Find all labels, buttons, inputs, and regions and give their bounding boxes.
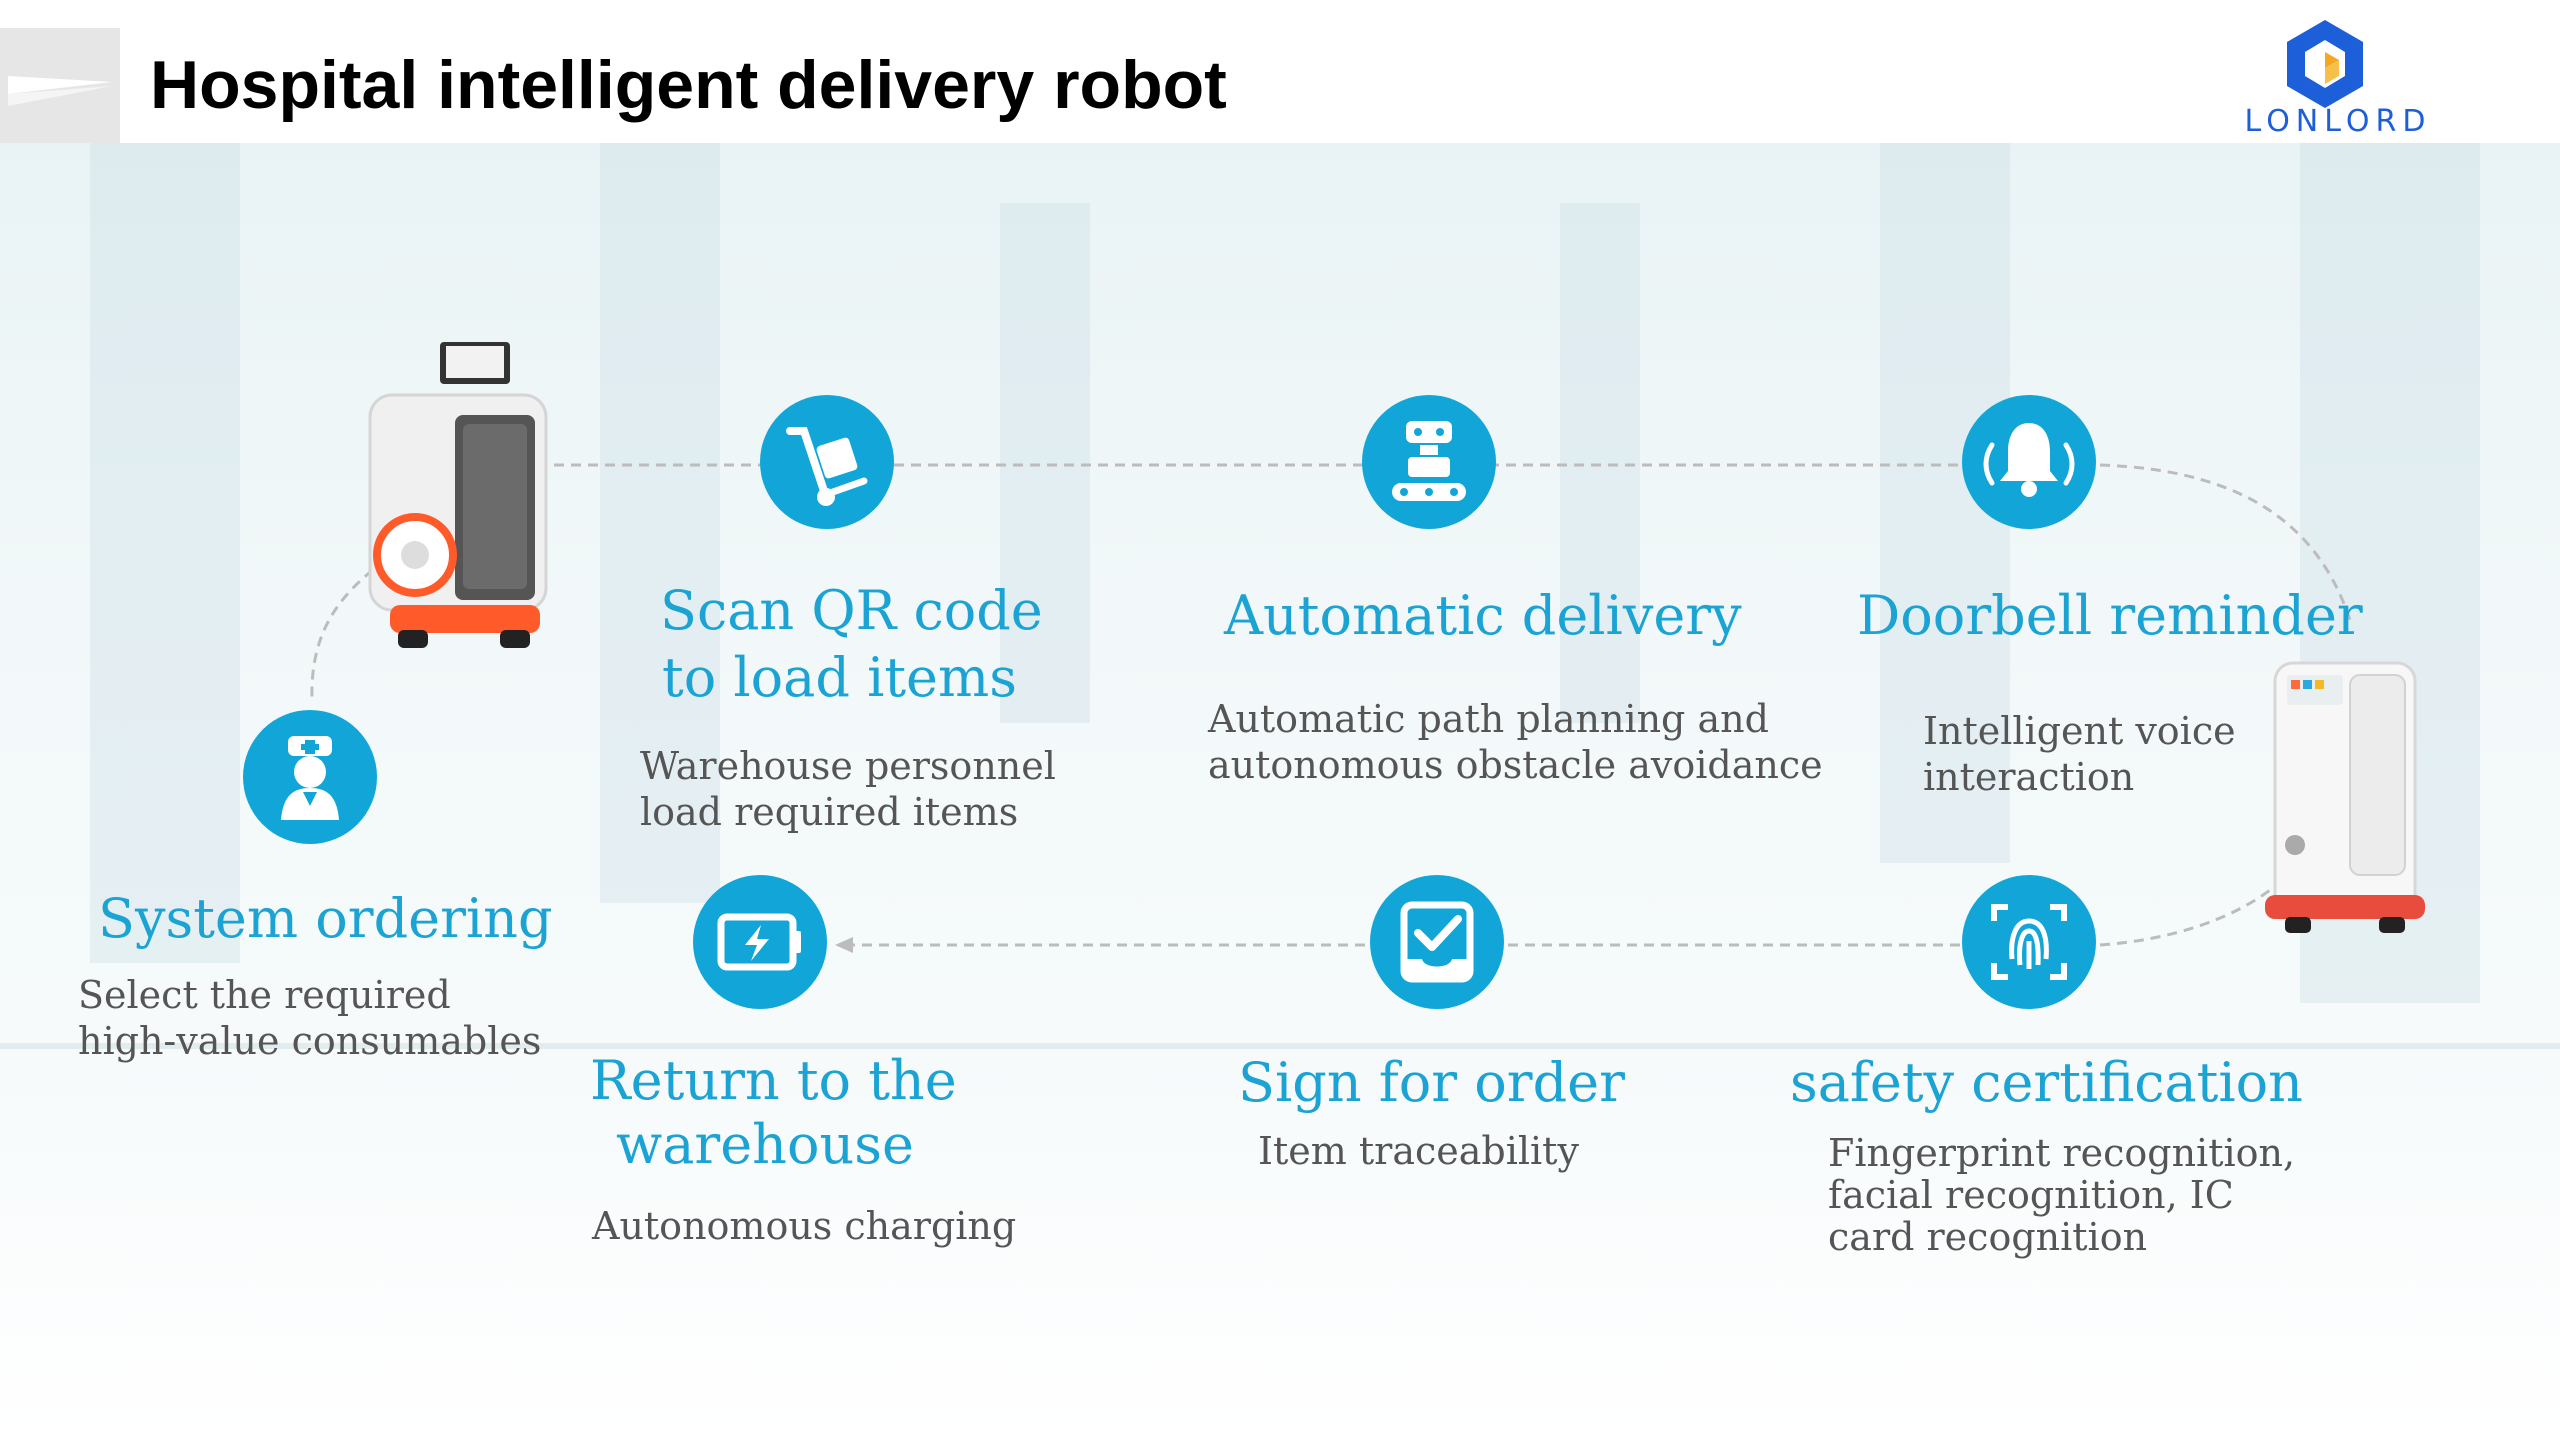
step-desc-system-ordering-1: Select the required xyxy=(78,973,451,1017)
step-icon-battery xyxy=(693,875,827,1009)
step-desc-safety-2: facial recognition, IC xyxy=(1828,1173,2234,1217)
step-icon-check-tray xyxy=(1370,875,1504,1009)
step-desc-safety-3: card recognition xyxy=(1828,1215,2148,1259)
step-desc-scan-qr-2: load required items xyxy=(640,790,1019,834)
delivery-robot-image-left xyxy=(368,342,548,648)
bell-icon xyxy=(1983,423,2075,497)
step-desc-doorbell-2: interaction xyxy=(1923,755,2135,799)
step-desc-automatic-delivery-1: Automatic path planning and xyxy=(1208,697,1769,741)
step-title-scan-qr-1: Scan QR code xyxy=(660,579,1043,642)
fingerprint-icon xyxy=(1991,904,2067,980)
step-title-scan-qr-2: to load items xyxy=(662,646,1017,709)
step-desc-return: Autonomous charging xyxy=(592,1204,1017,1248)
step-icon-bell xyxy=(1962,395,2096,529)
step-title-return-1: Return to the xyxy=(590,1049,957,1112)
logo-mark-icon xyxy=(2287,20,2363,108)
corner-decoration xyxy=(0,28,120,143)
step-icon-fingerprint xyxy=(1962,875,2096,1009)
lonlord-logo: LONLORD xyxy=(2215,18,2455,139)
conveyor-robot-icon xyxy=(1392,421,1466,501)
delivery-robot-image-right xyxy=(2265,661,2425,933)
step-title-automatic-delivery: Automatic delivery xyxy=(1224,584,1742,647)
step-desc-system-ordering-2: high-value consumables xyxy=(78,1019,542,1063)
arrow-decoration-icon xyxy=(8,76,112,106)
logo-wordmark: LONLORD xyxy=(2244,104,2432,139)
check-tray-icon xyxy=(1400,901,1474,983)
step-title-doorbell-reminder: Doorbell reminder xyxy=(1857,584,2363,647)
step-desc-automatic-delivery-2: autonomous obstacle avoidance xyxy=(1208,743,1823,787)
step-title-safety-certification: safety certification xyxy=(1790,1051,2303,1114)
nurse-icon xyxy=(281,736,339,820)
battery-charging-icon xyxy=(717,913,801,971)
step-desc-doorbell-1: Intelligent voice xyxy=(1923,709,2236,753)
step-title-system-ordering: System ordering xyxy=(98,887,553,950)
page-title: Hospital intelligent delivery robot xyxy=(150,47,1227,123)
step-title-sign-for-order: Sign for order xyxy=(1238,1051,1625,1114)
step-title-return-2: warehouse xyxy=(616,1113,914,1176)
step-desc-scan-qr-1: Warehouse personnel xyxy=(640,744,1056,788)
step-desc-sign-for-order: Item traceability xyxy=(1258,1129,1579,1173)
step-icon-conveyor-robot xyxy=(1362,395,1496,529)
slide-header: Hospital intelligent delivery robot LONL… xyxy=(0,0,2560,143)
step-icon-hand-truck xyxy=(760,395,894,529)
step-desc-safety-1: Fingerprint recognition, xyxy=(1828,1131,2296,1175)
hand-truck-icon xyxy=(786,427,868,506)
step-icon-nurse xyxy=(243,710,377,844)
